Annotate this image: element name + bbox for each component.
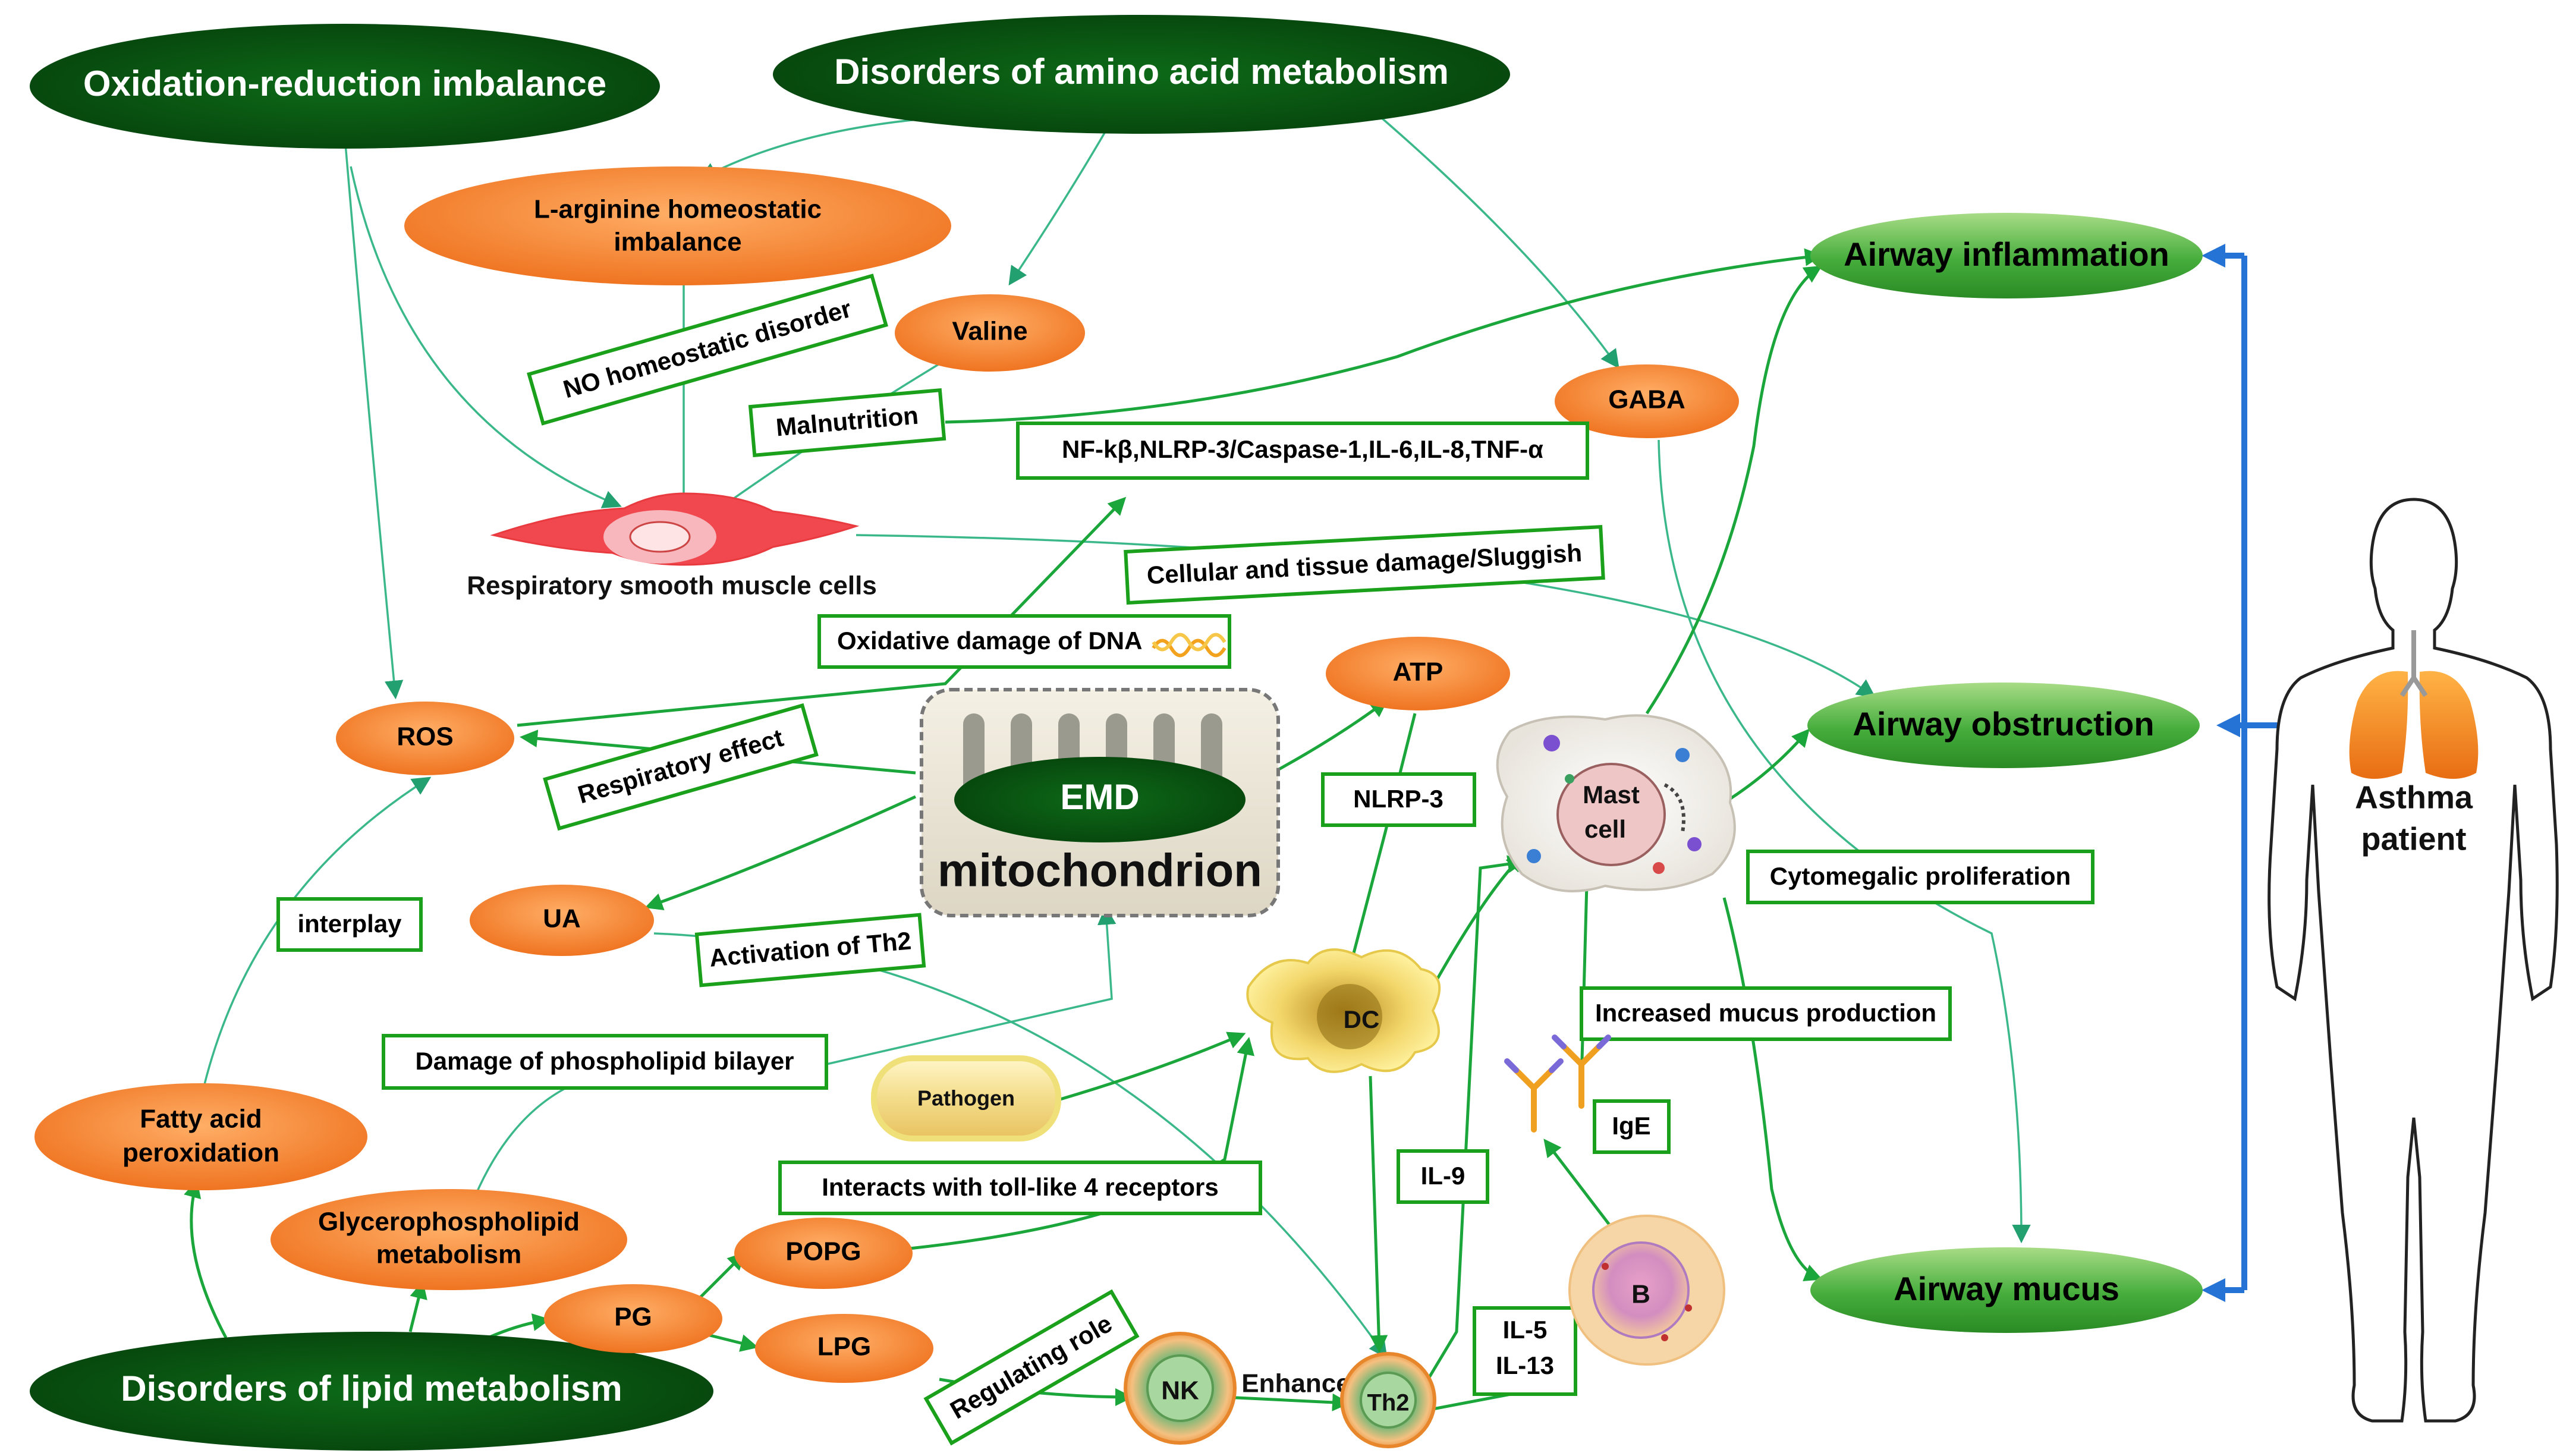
smooth-muscle-label: Respiratory smooth muscle cells: [467, 571, 877, 600]
label-oxidative-dna: Oxidative damage of DNA: [817, 614, 1231, 669]
svg-text:IgE: IgE: [1612, 1112, 1650, 1140]
patient-label: patient: [2361, 821, 2466, 857]
svg-text:Interacts with toll-like 4 rec: Interacts with toll-like 4 receptors: [822, 1173, 1219, 1201]
ige-antibody-icon: [1504, 1034, 1611, 1133]
node-popg: POPG: [734, 1218, 913, 1289]
label-nlrp3: NLRP-3: [1321, 772, 1476, 827]
category-label: Disorders of lipid metabolism: [121, 1369, 622, 1408]
svg-text:NF-kβ,NLRP-3/Caspase-1,IL-6,IL: NF-kβ,NLRP-3/Caspase-1,IL-6,IL-8,TNF-α: [1062, 435, 1543, 463]
svg-text:Cytomegalic proliferation: Cytomegalic proliferation: [1770, 862, 2071, 890]
label-cellular-damage: Cellular and tissue damage/Sluggish: [1124, 524, 1605, 605]
node-label: peroxidation: [122, 1139, 279, 1168]
label-regulating: Regulating role: [923, 1289, 1140, 1446]
node-label: POPG: [785, 1237, 861, 1266]
svg-text:Regulating role: Regulating role: [945, 1309, 1117, 1424]
node-label: GABA: [1608, 385, 1685, 414]
node-label: L-arginine homeostatic: [534, 195, 822, 224]
emd-label: EMD: [1060, 777, 1139, 817]
b-cell: B: [1568, 1215, 1725, 1366]
human-body-icon: [2267, 498, 2559, 1423]
category-label: Disorders of amino acid metabolism: [834, 52, 1449, 92]
th2-cell: Th2: [1340, 1352, 1436, 1448]
label-cytomegalic: Cytomegalic proliferation: [1746, 850, 2094, 904]
node-glycerophospholipid: Glycerophospholipid metabolism: [271, 1189, 627, 1290]
lungs-icon: [2349, 630, 2479, 779]
mitochondrion-label: mitochondrion: [938, 844, 1262, 897]
label-il5-il13: IL-5 IL-13: [1473, 1306, 1577, 1396]
nk-cell-label: NK: [1161, 1376, 1199, 1405]
asthma-patient: Asthma patient: [2267, 498, 2559, 1423]
node-label: Valine: [952, 317, 1027, 346]
label-damage-phospho: Damage of phospholipid bilayer: [382, 1034, 828, 1090]
node-label: Glycerophospholipid: [318, 1207, 580, 1237]
outcome-label: Airway obstruction: [1853, 705, 2154, 743]
pathogen-label: Pathogen: [917, 1086, 1015, 1111]
mast-cell-label: Mast: [1583, 781, 1640, 809]
mast-cell-label: cell: [1584, 815, 1626, 843]
outcome-airway-inflammation: Airway inflammation: [1810, 213, 2203, 298]
node-lpg: LPG: [755, 1314, 933, 1383]
svg-text:IL-5: IL-5: [1503, 1316, 1548, 1344]
outcome-label: Airway mucus: [1894, 1270, 2119, 1307]
node-label: ROS: [397, 722, 453, 751]
label-respiratory-effect: Respiratory effect: [543, 703, 819, 831]
dna-icon: [1152, 639, 1226, 658]
th2-cell-label: Th2: [1367, 1390, 1409, 1416]
node-valine: Valine: [895, 294, 1085, 372]
category-lipid: Disorders of lipid metabolism: [30, 1332, 713, 1451]
node-pg: PG: [544, 1284, 722, 1353]
mast-cell: Mast cell: [1496, 714, 1736, 892]
label-increased-mucus: Increased mucus production: [1580, 986, 1952, 1041]
label-activation-th2: Activation of Th2: [694, 913, 926, 988]
b-cell-label: B: [1631, 1280, 1650, 1309]
label-malnutrition: Malnutrition: [748, 388, 946, 458]
category-label: Oxidation-reduction imbalance: [83, 64, 606, 103]
dc-cell: DC: [1246, 948, 1441, 1073]
node-ua: UA: [470, 885, 654, 956]
outcome-label: Airway inflammation: [1844, 235, 2169, 273]
svg-text:Damage of phospholipid bilayer: Damage of phospholipid bilayer: [415, 1047, 794, 1075]
node-atp: ATP: [1326, 637, 1510, 710]
node-label: Fatty acid: [140, 1105, 262, 1134]
svg-text:interplay: interplay: [297, 910, 402, 938]
node-gaba: GABA: [1555, 364, 1739, 438]
svg-text:Increased mucus production: Increased mucus production: [1595, 999, 1936, 1027]
pathogen: Pathogen: [871, 1055, 1061, 1141]
smooth-muscle-cell: Respiratory smooth muscle cells: [467, 492, 877, 600]
node-label: imbalance: [614, 228, 741, 257]
node-label: ATP: [1393, 658, 1443, 687]
label-ige: IgE: [1593, 1099, 1671, 1154]
patient-label: Asthma: [2355, 779, 2473, 815]
dc-label: DC: [1344, 1005, 1380, 1033]
label-interplay: interplay: [276, 897, 423, 952]
svg-text:NO homeostatic disorder: NO homeostatic disorder: [560, 294, 854, 403]
node-fatty-acid: Fatty acid peroxidation: [34, 1083, 367, 1190]
mitochondrion: EMD mitochondrion: [920, 688, 1280, 917]
nk-cell: NK: [1124, 1332, 1237, 1445]
category-oxidation-reduction: Oxidation-reduction imbalance: [30, 24, 660, 149]
svg-text:NLRP-3: NLRP-3: [1353, 785, 1443, 813]
outcome-airway-mucus: Airway mucus: [1810, 1247, 2203, 1333]
svg-text:Oxidative damage of DNA: Oxidative damage of DNA: [837, 627, 1142, 655]
node-larginine: L-arginine homeostatic imbalance: [404, 166, 951, 285]
label-il9: IL-9: [1397, 1149, 1489, 1204]
svg-text:IL-13: IL-13: [1496, 1351, 1554, 1379]
category-amino-acid: Disorders of amino acid metabolism: [773, 15, 1510, 134]
node-label: PG: [614, 1303, 652, 1332]
node-label: LPG: [817, 1332, 871, 1361]
label-enhance: Enhance: [1241, 1369, 1350, 1398]
label-toll: Interacts with toll-like 4 receptors: [778, 1161, 1262, 1215]
svg-text:IL-9: IL-9: [1421, 1162, 1465, 1190]
node-label: metabolism: [376, 1240, 522, 1269]
outcome-airway-obstruction: Airway obstruction: [1807, 683, 2200, 768]
node-ros: ROS: [336, 702, 514, 775]
node-label: UA: [543, 904, 581, 933]
label-nfkb: NF-kβ,NLRP-3/Caspase-1,IL-6,IL-8,TNF-α: [1016, 422, 1589, 480]
